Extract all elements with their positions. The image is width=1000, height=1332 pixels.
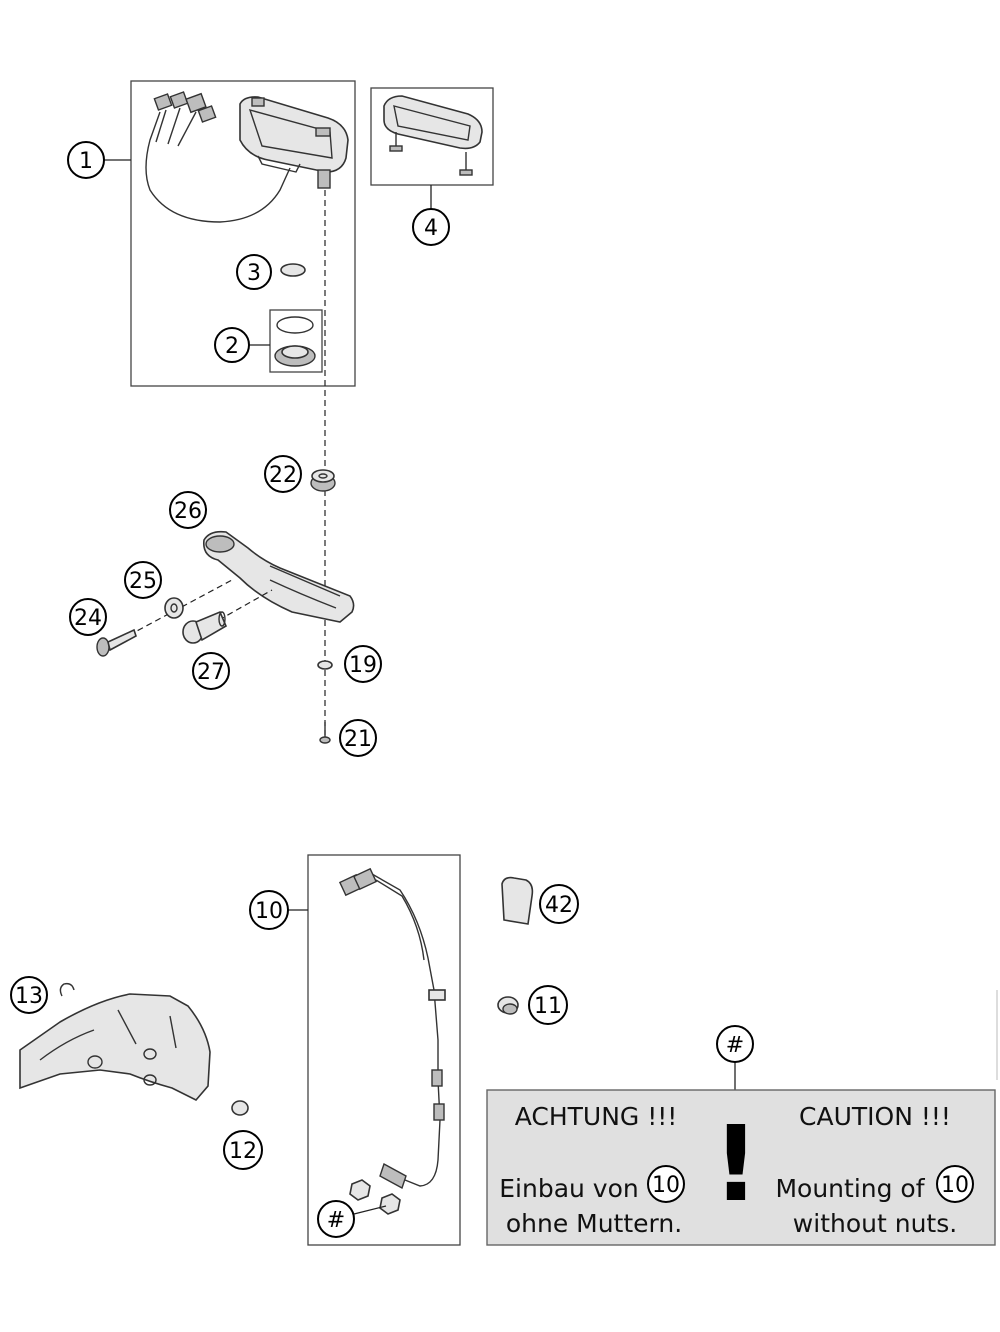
callout-19: 19 [344,645,382,683]
caution-note: # ACHTUNG !!! Einbau von 10 ohne Muttern… [486,1025,996,1246]
callout-hash-nuts: # [317,1200,355,1238]
note-right-line1: Mounting of [775,1174,925,1203]
svg-text:10: 10 [652,1173,680,1198]
sensor-group-box [307,854,461,1246]
svg-text:27: 27 [197,660,225,685]
svg-text:25: 25 [129,569,157,594]
leader-hash-nuts [353,1205,387,1215]
svg-text:#: # [726,1033,744,1058]
speedometer-cable [145,91,291,223]
svg-text:10: 10 [941,1173,969,1198]
part-21-screw [319,722,331,744]
callout-10: 10 [249,890,308,930]
callout-42: 42 [539,884,579,924]
part-42-clip [501,876,534,925]
svg-text:22: 22 [269,463,297,488]
part-12-spacer [231,1100,249,1116]
part-19-washer [317,660,333,670]
part-2-seal-kit [269,309,323,373]
callout-1: 1 [67,141,131,179]
svg-text:11: 11 [534,994,562,1019]
note-right-title: CAUTION !!! [799,1102,951,1131]
svg-text:2: 2 [225,334,239,359]
callout-2: 2 [214,327,270,363]
note-left-line1: Einbau von [499,1174,639,1203]
callout-26: 26 [169,491,207,529]
svg-text:42: 42 [545,893,573,918]
callout-12: 12 [223,1130,263,1170]
part-11-clip [497,996,519,1015]
cover-kit-box [370,87,494,186]
part-3-plug [280,263,306,277]
svg-text:#: # [327,1208,345,1233]
part-22-grommet [310,469,336,492]
speedometer-unit [239,96,349,189]
svg-text:12: 12 [229,1139,257,1164]
note-left-title: ACHTUNG !!! [515,1102,678,1131]
speedometer-group-box [130,80,356,387]
part-10-speed-sensor [338,867,446,1215]
part-26-bracket [202,530,355,623]
svg-text:24: 24 [74,606,102,631]
svg-text:4: 4 [424,216,438,241]
note-left-line2: ohne Muttern. [506,1209,682,1238]
svg-text:10: 10 [255,899,283,924]
svg-text:13: 13 [15,984,43,1009]
svg-text:3: 3 [247,261,261,286]
part-27-spacer [182,610,228,644]
note-exclamation-symbol: ! [712,1103,759,1225]
callout-27: 27 [192,652,230,690]
callout-25: 25 [124,561,162,599]
callout-11: 11 [528,985,568,1025]
callout-22: 22 [264,455,302,493]
svg-text:26: 26 [174,499,202,524]
svg-text:1: 1 [79,149,93,174]
part-25-bushing [164,597,184,619]
callout-13: 13 [10,976,48,1014]
callout-4: 4 [412,185,450,246]
part-24-screw [96,628,137,657]
callout-hash-note [716,1025,754,1063]
callout-3: 3 [236,254,272,290]
svg-text:21: 21 [344,727,372,752]
note-right-line2: without nuts. [793,1209,957,1238]
part-4-cover [383,95,483,176]
caution-panel [486,1089,996,1246]
svg-text:19: 19 [349,653,377,678]
callout-24: 24 [69,598,107,636]
callout-21: 21 [339,719,377,757]
part-13-brake-disc [19,982,211,1101]
